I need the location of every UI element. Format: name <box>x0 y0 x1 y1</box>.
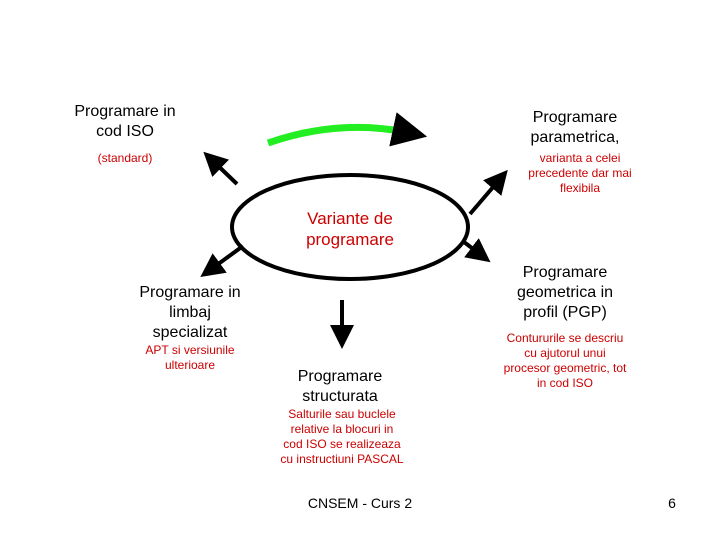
center-label-box: Variante de programare <box>230 179 470 279</box>
geometric-title: Programare geometrica in profil (PGP) <box>516 264 614 321</box>
center-ellipse <box>230 173 470 281</box>
arrow-to-geometric <box>462 238 491 263</box>
geometric-note: Contururile se descriu cu ajutorul unui … <box>503 331 627 390</box>
structurata-note: Salturile sau buclele relative la blocur… <box>280 407 404 466</box>
center-label: Variante de programare <box>306 209 394 249</box>
limbaj-note: APT si versiunile ulterioare <box>145 343 235 372</box>
iso-note: (standard) <box>97 151 153 165</box>
footer-course: CNSEM - Curs 2 <box>307 495 413 511</box>
page-number: 6 <box>668 495 676 511</box>
parametric-title: Programare parametrica, <box>530 109 620 146</box>
structurata-title: Programare structurata <box>297 368 383 405</box>
parametric-note: varianta a celei precedente dar mai flex… <box>528 151 632 195</box>
iso-title: Programare in cod ISO <box>74 103 176 140</box>
arrow-to-limbaj <box>200 244 245 278</box>
arrow-to-iso <box>203 151 239 186</box>
highlight-arrow <box>266 112 428 147</box>
arrow-to-parametric <box>468 169 508 216</box>
limbaj-title: Programare in limbaj specializat <box>139 284 241 341</box>
